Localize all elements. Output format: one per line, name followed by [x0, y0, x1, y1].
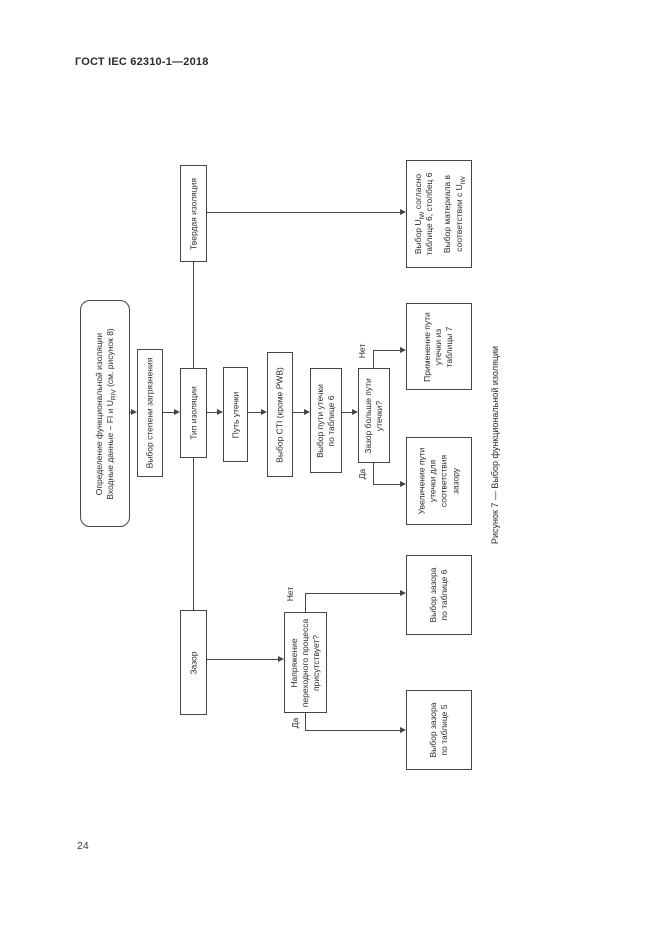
clearance-table5-line1: Выбор зазора [427, 702, 438, 758]
uiw-select-line2: таблице 6, столбец 6 [424, 172, 435, 256]
connector-line [193, 458, 194, 610]
node-pollution-degree: Выбор степени загрязнения [137, 349, 163, 477]
label-no-2: Нет [285, 586, 295, 602]
start-line1: Определение функциональной изоляции [93, 332, 104, 495]
node-cti-select: Выбор CTI (кроме PWB) [267, 352, 293, 477]
cti-select-label: Выбор CTI (кроме PWB) [274, 366, 285, 463]
increase-creepage-line3: соответствия [439, 454, 449, 508]
solid-insulation-label: Твердая изоляция [187, 177, 198, 250]
node-start: Определение функциональной изоляции Вход… [80, 300, 130, 527]
uiw-select-line1: Выбор UIW согласно [413, 173, 426, 255]
node-increase-creepage: Увеличение пути утечки для соответствия … [406, 437, 472, 525]
clearance-table6-line2: по таблице 6 [439, 569, 449, 621]
connector-line [305, 593, 401, 594]
connector-line [207, 212, 400, 213]
insulation-type-label: Тип изоляции [187, 386, 198, 440]
connector-line [373, 463, 374, 485]
creepage-table-line2: по таблице 6 [326, 395, 336, 446]
arrowhead-icon [174, 409, 180, 415]
node-uiw-material: Выбор UIW согласно таблице 6, столбец 6 … [406, 160, 472, 268]
arrowhead-icon [131, 409, 137, 415]
creepage-table-line1: Выбор пути утечки [314, 383, 325, 458]
connector-line [293, 412, 306, 413]
increase-creepage-line4: зазору [450, 468, 461, 494]
arrowhead-icon [400, 481, 406, 487]
decision1-line2: утечки? [374, 400, 384, 431]
node-decision-clearance-vs-creepage: Зазор больше пути утечки? [358, 368, 390, 463]
increase-creepage-line1: Увеличение пути [416, 447, 427, 515]
connector-line [163, 412, 176, 413]
pollution-degree-label: Выбор степени загрязнения [144, 357, 155, 469]
decision1-line1: Зазор больше пути [362, 377, 373, 454]
connector-line [248, 412, 263, 413]
decision2-line2: переходного процесса [299, 618, 310, 707]
connector-line [207, 659, 279, 660]
node-creepage-table: Выбор пути утечки по таблице 6 [310, 368, 342, 473]
material-line2: соответствии с UIW [453, 176, 467, 252]
figure-caption: Рисунок 7 — Выбор функциональной изоляци… [490, 345, 500, 545]
connector-line [193, 262, 194, 368]
node-decision-transient-voltage: Напряжение переходного процесса присутст… [284, 612, 327, 713]
arrowhead-icon [400, 209, 406, 215]
arrowhead-icon [278, 656, 284, 662]
label-no-1: Нет [357, 343, 367, 359]
apply-creepage-line2: утечки из [433, 328, 444, 365]
arrowhead-icon [400, 347, 406, 353]
arrowhead-icon [304, 409, 310, 415]
node-clearance: Зазор [180, 610, 207, 715]
node-clearance-table5: Выбор зазора по таблице 5 [406, 690, 472, 770]
connector-line [373, 350, 401, 351]
connector-line [373, 350, 374, 368]
clearance-label: Зазор [187, 650, 198, 675]
apply-creepage-line1: Применение пути [422, 311, 433, 382]
arrowhead-icon [400, 590, 406, 596]
decision2-line1: Напряжение [288, 637, 299, 688]
connector-line [305, 593, 306, 612]
node-solid-insulation: Твердая изоляция [180, 165, 207, 262]
node-apply-creepage: Применение пути утечки из таблицы 7 [406, 303, 472, 390]
node-insulation-type: Тип изоляции [180, 368, 207, 458]
node-clearance-table6: Выбор зазора по таблице 6 [406, 555, 472, 635]
label-yes-1: Да [357, 468, 367, 480]
connector-line [305, 730, 401, 731]
arrowhead-icon [352, 409, 358, 415]
connector-line [305, 713, 306, 731]
arrowhead-icon [217, 409, 223, 415]
decision2-line3: присутствует? [311, 634, 322, 691]
clearance-table6-line1: Выбор зазора [427, 567, 438, 623]
increase-creepage-line2: утечки для [427, 459, 438, 503]
connector-line [207, 412, 219, 413]
clearance-table5-line2: по таблице 5 [439, 704, 449, 756]
connector-line [373, 484, 401, 485]
page-header: ГОСТ IEC 62310-1—2018 [75, 56, 209, 68]
arrowhead-icon [261, 409, 267, 415]
apply-creepage-line3: таблицы 7 [444, 326, 455, 367]
node-creepage-path: Путь утечки [223, 367, 248, 462]
material-line1: Выбор материала в [442, 174, 453, 254]
creepage-path-label: Путь утечки [229, 391, 240, 438]
arrowhead-icon [400, 727, 406, 733]
label-yes-2: Да [290, 717, 300, 729]
start-line2: Входные данные – FI и URIV (см. рисунок … [105, 327, 118, 500]
connector-line [342, 412, 354, 413]
page-number: 24 [77, 840, 89, 852]
